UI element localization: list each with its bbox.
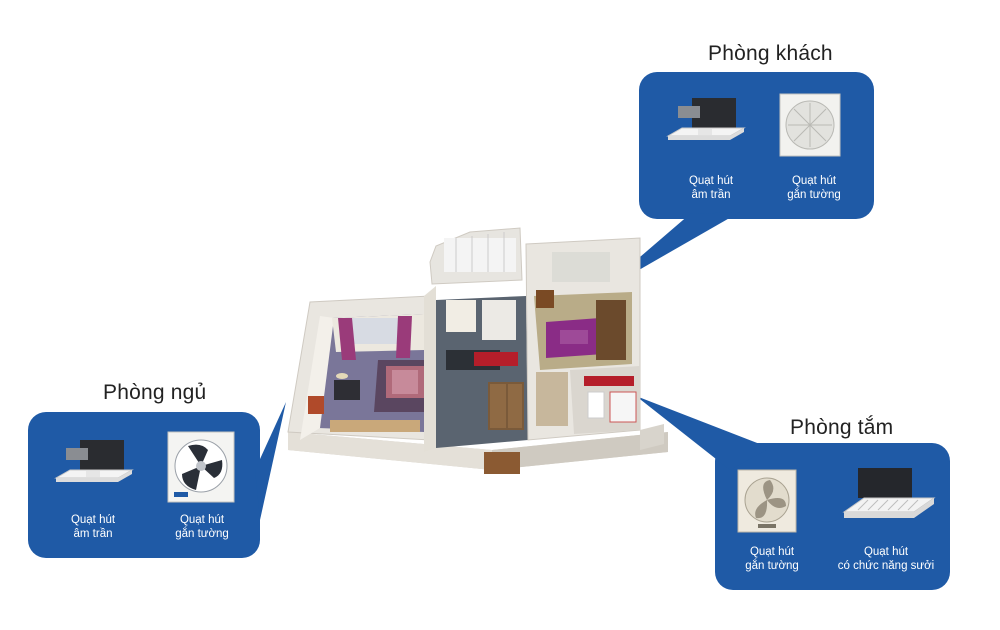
product-caption: Quạt hút gắn tường	[734, 545, 810, 573]
heater-fan-icon	[842, 468, 936, 518]
product-caption: Quạt hút gắn tường	[776, 174, 852, 202]
product-caption: Quạt hút âm trần	[676, 174, 746, 202]
floor-plan	[287, 227, 668, 474]
caption-line1: Quạt hút	[749, 546, 795, 558]
caption-line1: Quạt hút	[179, 514, 225, 526]
ceiling-fan-icon	[54, 440, 134, 482]
wall-fan-icon	[737, 469, 797, 533]
wall-fan-icon	[167, 431, 235, 503]
caption-line1: Quạt hút	[863, 546, 909, 558]
bathroom-pointer	[636, 396, 770, 470]
caption-line2: gắn tường	[175, 528, 229, 540]
living-room-title: Phòng khách	[708, 42, 833, 65]
product-caption: Quạt hút gắn tường	[164, 513, 240, 541]
ceiling-fan-icon	[666, 98, 746, 140]
caption-line2: âm trần	[691, 189, 731, 201]
bathroom-title: Phòng tắm	[790, 416, 894, 439]
caption-line2: có chức năng sưởi	[837, 560, 935, 572]
caption-line1: Quạt hút	[791, 175, 837, 187]
caption-line2: gắn tường	[745, 560, 799, 572]
bedroom-title: Phòng ngủ	[103, 381, 207, 404]
product-caption: Quạt hút có chức năng sưởi	[836, 545, 936, 573]
caption-line2: gắn tường	[787, 189, 841, 201]
caption-line1: Quạt hút	[688, 175, 734, 187]
caption-line2: âm trần	[73, 528, 113, 540]
product-caption: Quạt hút âm trần	[58, 513, 128, 541]
caption-line1: Quạt hút	[70, 514, 116, 526]
wall-fan-icon	[779, 93, 841, 157]
entrance-door	[484, 452, 520, 474]
bedroom-pointer	[255, 402, 286, 520]
